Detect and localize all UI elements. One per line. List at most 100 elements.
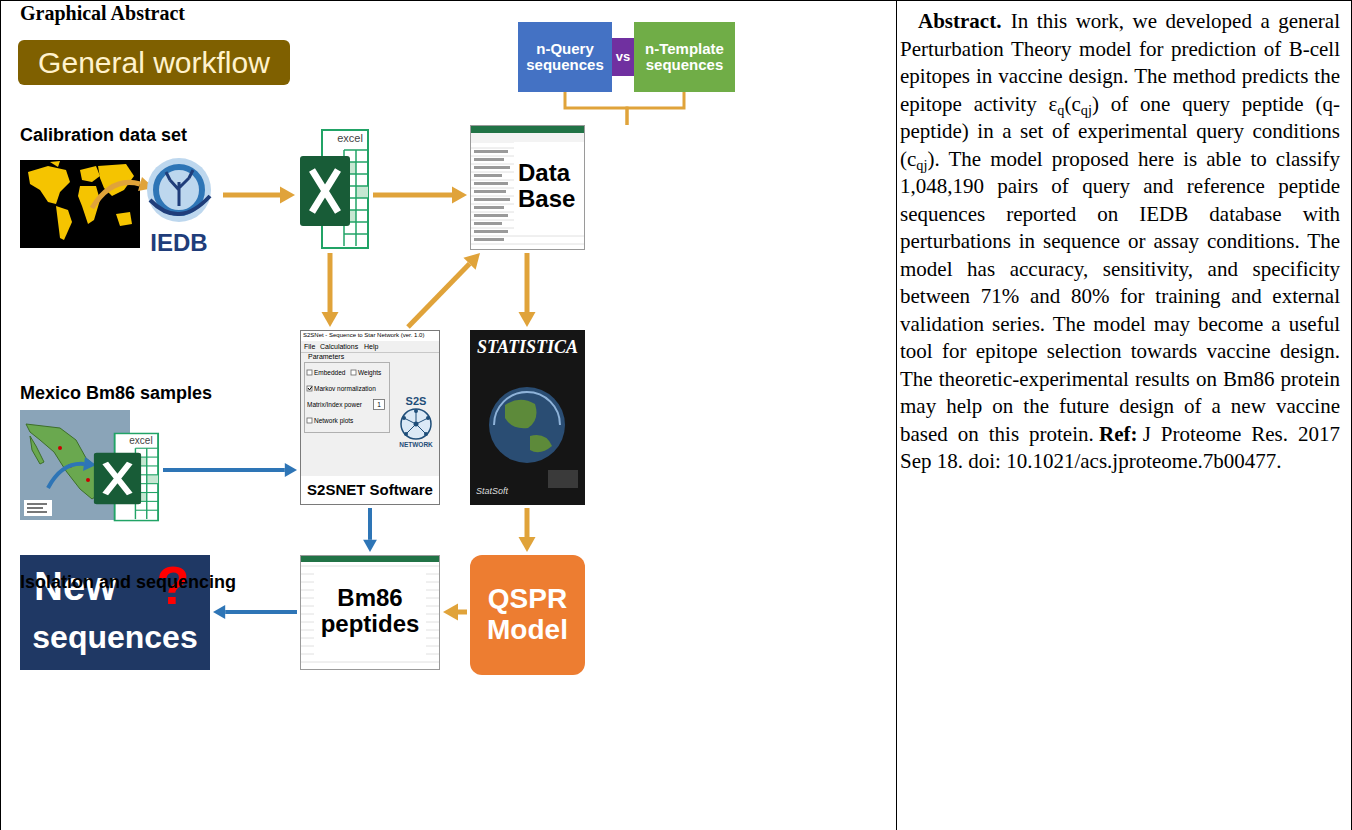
node-label: excel	[124, 434, 158, 446]
database-screenshot	[474, 166, 510, 169]
mexico-map	[58, 446, 62, 450]
excel-icon: excel	[92, 432, 160, 522]
database-screenshot	[471, 126, 584, 133]
excel-icon	[355, 150, 357, 246]
node-label: General workflow	[18, 40, 290, 85]
excel-icon	[300, 130, 368, 248]
section-label: Graphical Abstract	[20, 2, 185, 25]
node-label: n-Template sequences	[636, 22, 733, 92]
qspr-box: QSPR Model	[470, 555, 585, 675]
qspr-box-fill	[470, 555, 585, 675]
node-label: NETWORK	[394, 440, 438, 449]
s2snet-window: S2SNet - Sequence to Star Network (ver. …	[300, 330, 440, 505]
database-screenshot	[474, 150, 510, 241]
s2snet-window	[301, 331, 439, 341]
s2snet-window	[307, 370, 385, 423]
query-box-fill	[518, 22, 612, 92]
iedb-logo	[156, 167, 202, 213]
arrow-head	[363, 540, 377, 552]
iedb-logo	[147, 158, 211, 222]
map-to-iedb-arrow	[92, 182, 140, 208]
database-screenshot	[471, 126, 585, 250]
abstract-text: ). The model proposed here is able to cl…	[900, 147, 1340, 446]
excel-icon	[312, 170, 338, 212]
s2snet-window	[351, 370, 356, 375]
workflow-badge-fill	[18, 40, 290, 85]
bm86-sheet	[301, 556, 440, 670]
mexico-map	[30, 436, 44, 464]
node-label: Network plots	[314, 416, 370, 425]
statistica-screen	[505, 400, 536, 429]
database-screenshot	[474, 158, 504, 161]
database-screenshot	[474, 214, 508, 217]
node-label: S2SNet - Sequence to Star Network (ver. …	[303, 331, 439, 340]
s2snet-window	[404, 411, 428, 434]
bm86-sheet	[301, 556, 440, 670]
database-screenshot	[474, 174, 502, 177]
node-label: Embedded	[314, 368, 350, 377]
s2snet-window	[404, 432, 408, 436]
node-label: Markov normalization	[314, 384, 388, 393]
node-label: Calculations	[320, 342, 362, 351]
iedb-logo	[150, 196, 210, 214]
s2snet-window	[301, 331, 440, 505]
mexico-map	[86, 478, 90, 482]
node-label: sequences	[26, 617, 204, 659]
arrow-head	[452, 187, 467, 204]
vs-badge-fill	[612, 38, 634, 76]
arrow-shaft	[368, 508, 372, 540]
s2snet-window	[374, 400, 385, 410]
flow-arrow	[443, 604, 467, 621]
s2snet-window	[402, 409, 430, 436]
subscript: qj	[916, 157, 927, 173]
database-screenshot	[471, 236, 584, 237]
s2snet-window	[305, 363, 390, 433]
s2snet-window	[308, 387, 312, 391]
mexico-map	[27, 507, 43, 509]
section-label: Isolation and sequencing	[20, 572, 236, 593]
section-label: Mexico Bm86 samples	[20, 383, 212, 404]
node-label: Bm86 peptides	[316, 569, 424, 653]
node-label: S2S	[396, 394, 436, 408]
world-map	[116, 212, 132, 226]
s2snet-window	[414, 409, 418, 413]
node-label: IEDB	[138, 228, 220, 258]
table-rules	[1351, 0, 1352, 830]
database-screenshot	[471, 133, 584, 143]
map-to-excel-arrow	[48, 464, 84, 488]
node-label: S2SNET Software	[304, 480, 436, 500]
node-label: n-Query sequences	[520, 22, 610, 92]
statistica-screen	[489, 387, 565, 463]
table-rules	[0, 0, 1, 830]
statistica-screen	[494, 392, 560, 425]
mexico-map	[27, 511, 47, 513]
database-screenshot	[474, 238, 504, 241]
mexico-map	[24, 500, 52, 516]
abstract-paragraph: Abstract.In this work, we developed a ge…	[900, 8, 1340, 476]
template-box: n-Template sequences	[634, 22, 735, 92]
table-rules	[0, 0, 1352, 1]
flow-arrow	[163, 463, 297, 477]
node-label: File	[304, 342, 318, 351]
excel-icon	[147, 475, 158, 484]
node-label: 1	[374, 400, 384, 409]
node-label: Matrix/Index power	[307, 400, 371, 409]
database-screenshot	[474, 182, 508, 185]
bm86-sheet	[301, 566, 439, 662]
excel-icon	[94, 433, 158, 520]
node-label: Data Base	[518, 145, 582, 227]
world-map	[28, 166, 70, 204]
abstract-cell: Abstract.In this work, we developed a ge…	[897, 0, 1352, 830]
bm86-sheet	[314, 567, 426, 655]
iedb-logo: IEDB	[138, 150, 220, 262]
s2snet-window	[301, 331, 440, 505]
bold-lead: Abstract.	[918, 9, 1001, 33]
flow-arrow	[373, 187, 467, 204]
world-map	[20, 160, 140, 248]
excel-icon	[94, 453, 141, 505]
arrow-shaft	[328, 253, 333, 312]
arrow-head	[280, 187, 295, 204]
arrow-head	[213, 605, 225, 619]
database-screenshot: Data Base	[470, 125, 585, 250]
